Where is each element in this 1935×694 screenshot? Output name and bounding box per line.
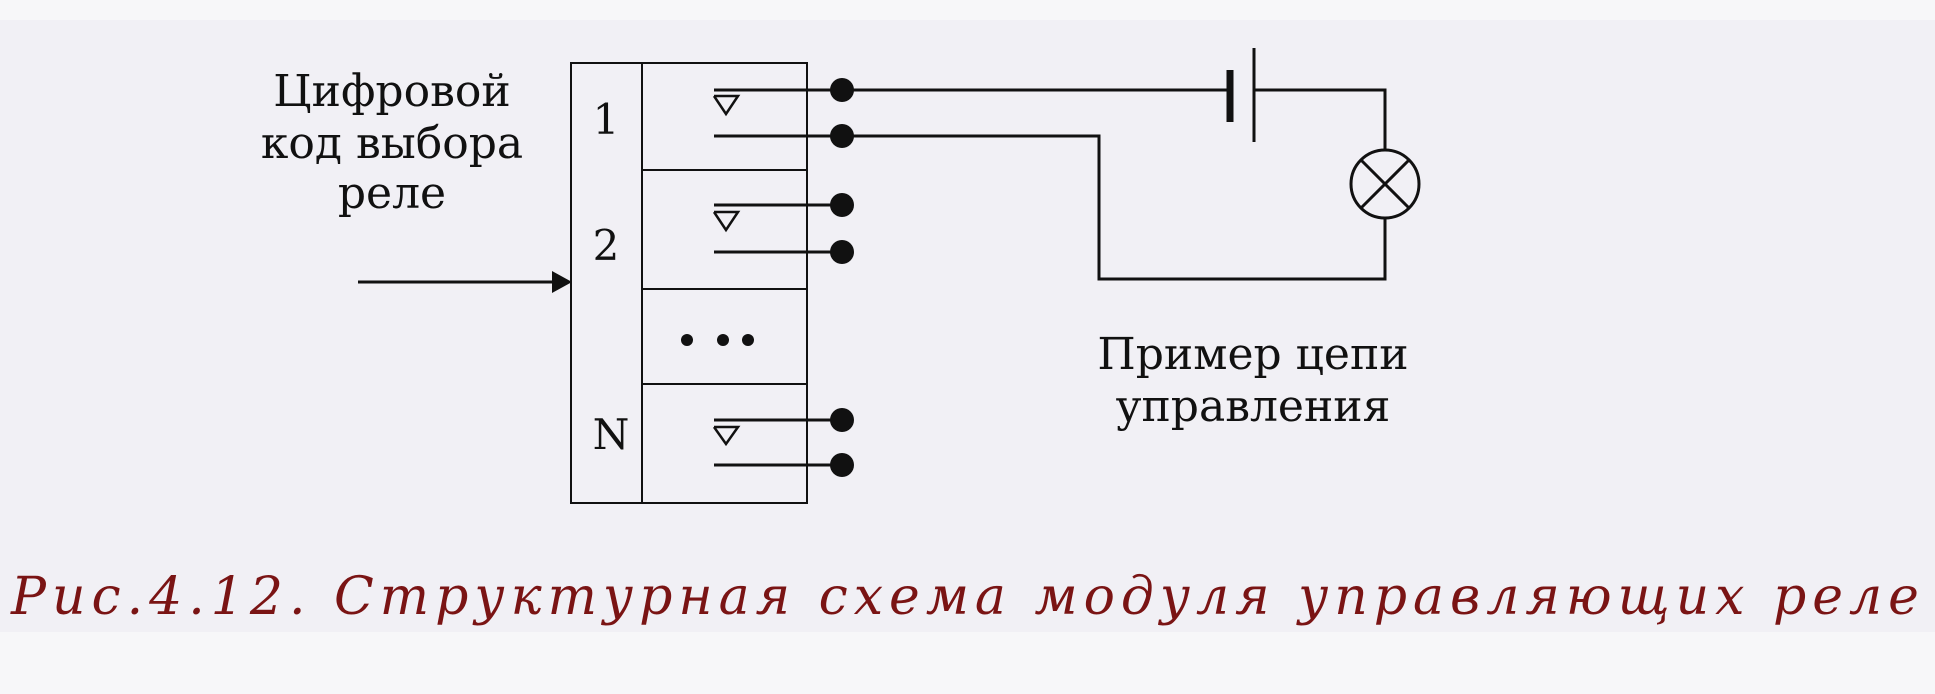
relay-label-1: 1 (593, 95, 620, 144)
input-label-line-3: реле (338, 168, 446, 219)
relay-ellipsis (681, 334, 754, 346)
module-outer-box (570, 62, 808, 504)
input-arrowhead (552, 271, 572, 293)
relay-label-n: N (593, 410, 630, 459)
relay-label-2: 2 (593, 221, 620, 270)
diagram-panel (0, 20, 1935, 632)
relay-2-contact (712, 193, 854, 264)
relay-1-contact (712, 78, 854, 148)
terminal-dot (830, 453, 854, 477)
input-label-line-2: код выбора (261, 118, 523, 169)
relay-n-contact (712, 408, 854, 477)
lamp-cross-b (1359, 158, 1411, 210)
terminal-dot (830, 240, 854, 264)
figure-caption: Рис.4.12. Структурная схема модуля управ… (10, 567, 1925, 627)
example-label-line-1: Пример цепи (1097, 329, 1408, 380)
example-label-line-2: управления (1116, 381, 1391, 432)
input-label-line-1: Цифровой (273, 66, 510, 117)
terminal-dot (830, 408, 854, 432)
control-circuit (842, 48, 1421, 281)
terminal-dot (830, 193, 854, 217)
